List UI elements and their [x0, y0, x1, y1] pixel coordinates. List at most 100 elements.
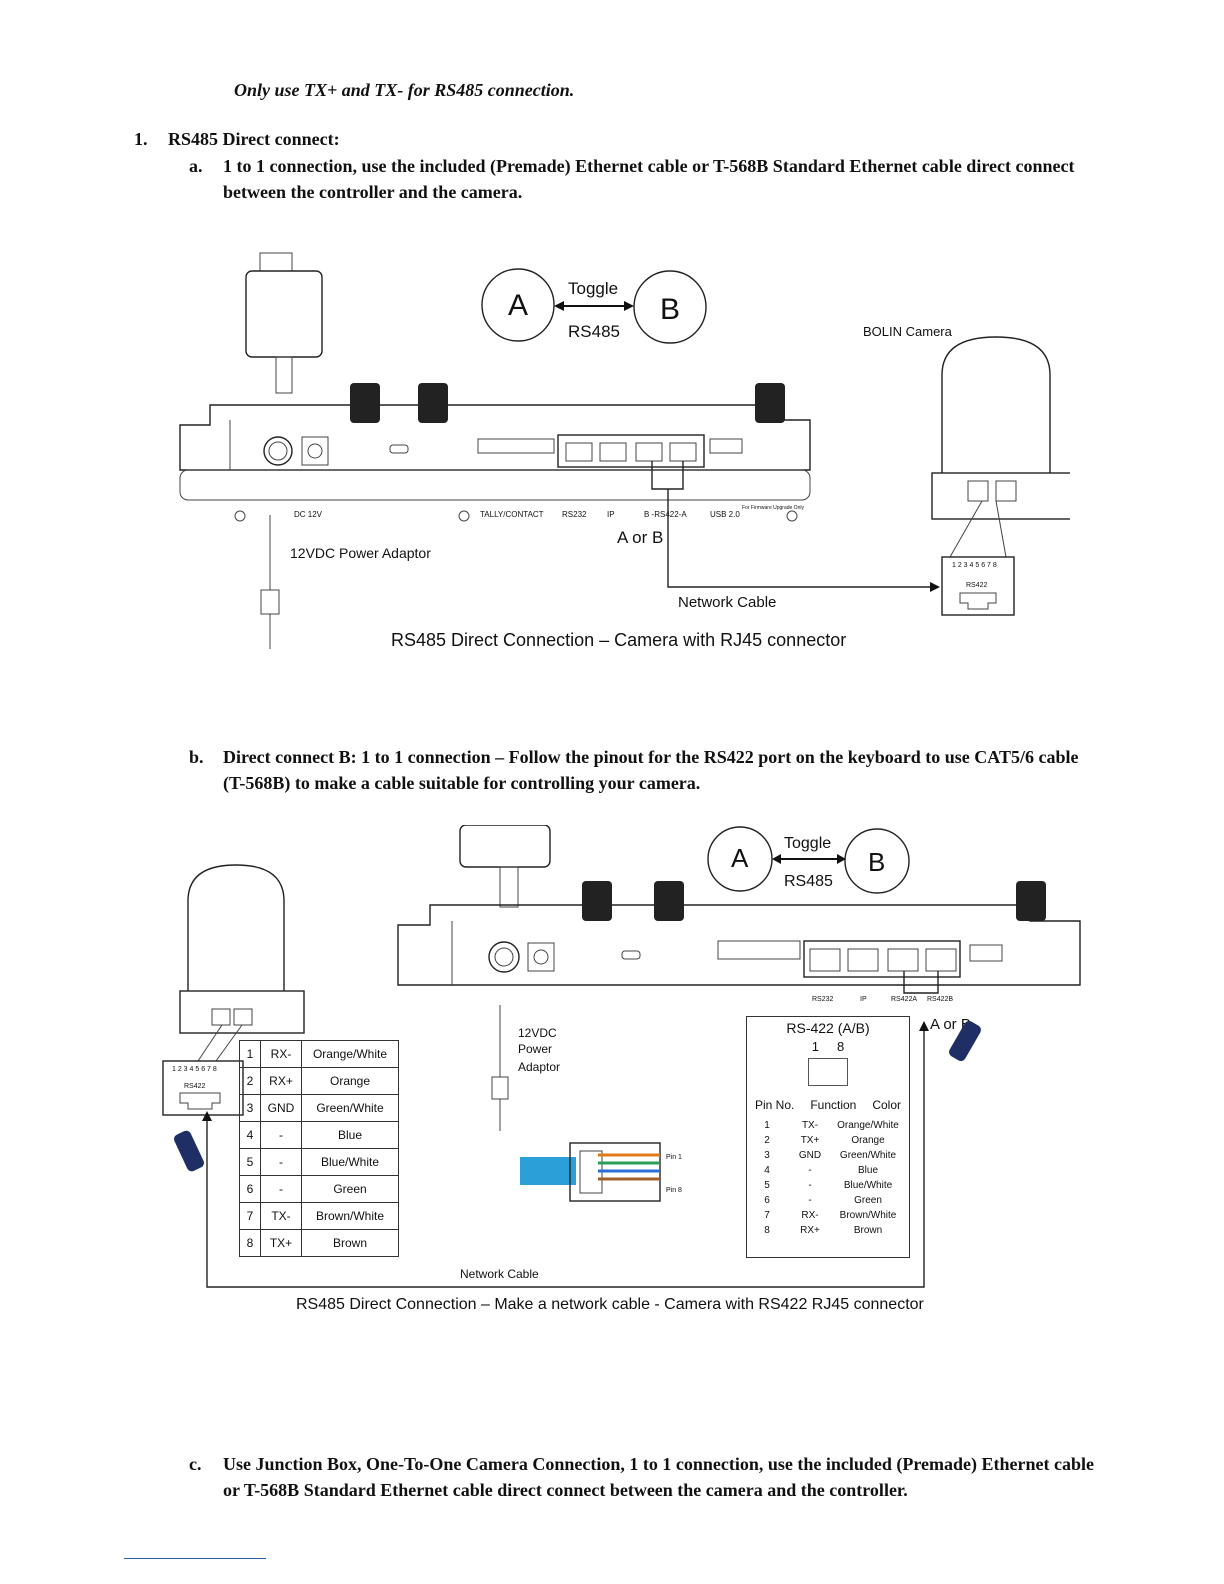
knob	[755, 383, 785, 423]
port-rs232: RS232	[812, 996, 834, 1003]
rs422-pinout-box: RS-422 (A/B) 1 8 Pin No. Function Color …	[746, 1016, 910, 1258]
rj45-pins: 1 2 3 4 5 6 7 8	[952, 562, 997, 569]
rs422-cell: 2	[764, 1135, 770, 1146]
figure1-caption: RS485 Direct Connection – Camera with RJ…	[391, 630, 846, 650]
rs422-cell: 3	[764, 1150, 770, 1161]
pin-table-cell: 1	[239, 1040, 261, 1068]
network-cable-line	[667, 489, 932, 588]
item-a-label: a.	[189, 156, 203, 176]
pin-table-row: 5-Blue/White	[239, 1148, 399, 1176]
rs422-title: RS-422 (A/B)	[786, 1020, 870, 1036]
rs422-row: 2 TX+ Orange	[747, 1133, 909, 1148]
pin-table-cell: Green	[301, 1175, 399, 1203]
range-end: 8	[837, 1039, 845, 1054]
camera-label: BOLIN Camera	[863, 324, 953, 339]
item-a-text: 1 to 1 connection, use the included (Pre…	[223, 156, 1075, 202]
port-rs422a: RS422A	[891, 996, 917, 1003]
item-b-label: b.	[189, 747, 204, 767]
rs422-headers: Pin No. Function Color	[747, 1098, 909, 1112]
hand-icon	[949, 1021, 981, 1061]
pin-table-cell: Blue/White	[301, 1148, 399, 1176]
pin-table-cell: Blue	[301, 1121, 399, 1149]
controller-body	[179, 404, 811, 501]
rs422-row: 6-Green	[747, 1193, 909, 1208]
rj45-box	[941, 556, 1015, 616]
pin-table-cell: RX-	[260, 1040, 302, 1068]
pin-table-cell: 7	[239, 1202, 261, 1230]
rs422-cell: Orange	[851, 1135, 885, 1146]
rs422-cell: 5	[764, 1180, 770, 1191]
rs422-cell: 8	[764, 1225, 770, 1236]
toggle-sub: RS485	[784, 873, 833, 890]
pin1-label: Pin 1	[666, 1154, 682, 1161]
rs422-cell: -	[808, 1195, 812, 1206]
knob	[350, 383, 380, 423]
port-bracket	[903, 971, 939, 994]
rs422-range: 1 8	[747, 1039, 909, 1054]
pin-table-cell: Brown/White	[301, 1202, 399, 1230]
rs422-cell: Blue	[857, 1165, 878, 1176]
port-ip: IP	[860, 996, 867, 1003]
item-c-text: Use Junction Box, One-To-One Camera Conn…	[223, 1454, 1094, 1500]
rs422-cell: GND	[798, 1150, 822, 1161]
item-c-label: c.	[189, 1454, 202, 1474]
rs422-cell: RX-	[801, 1210, 819, 1221]
rj45-pins: 1 2 3 4 5 6 7 8	[172, 1066, 217, 1073]
section-heading: 1.RS485 Direct connect:	[134, 129, 340, 150]
pin-table-row: 4-Blue	[239, 1121, 399, 1149]
a-or-b-label: A or B	[617, 528, 663, 547]
controller-body	[397, 904, 1081, 986]
port-usb: USB 2.0	[710, 510, 740, 519]
pin-table-cell: TX-	[260, 1202, 302, 1230]
power-line-1: 12VDC	[518, 1026, 557, 1040]
figure-make-cable: A B Toggle RS485 RS232 IP RS422A RS422B …	[162, 825, 1081, 1288]
network-cable-label: Network Cable	[460, 1267, 539, 1281]
power-line-3: Adaptor	[518, 1060, 560, 1074]
item-b-text: Direct connect B: 1 to 1 connection – Fo…	[223, 747, 1079, 793]
pin-table-cell: Orange	[301, 1067, 399, 1095]
pin-table-cell: Green/White	[301, 1094, 399, 1122]
pin-table-row: 6-Green	[239, 1175, 399, 1203]
rs422-cell: Brown	[853, 1225, 883, 1236]
toggle-b-circle	[633, 270, 707, 344]
network-cable-label: Network Cable	[678, 594, 776, 611]
toggle-a-letter: A	[508, 289, 528, 322]
toggle-b-letter: B	[868, 847, 885, 877]
pin-table-cell: RX+	[260, 1067, 302, 1095]
knob	[418, 383, 448, 423]
rj45-name: RS422	[184, 1083, 206, 1090]
header-function: Function	[810, 1098, 857, 1112]
toggle-a-letter: A	[731, 843, 749, 873]
port-rs422b: RS422B	[927, 996, 953, 1003]
joystick-illustration	[245, 252, 323, 394]
rj45-name: RS422	[966, 582, 988, 589]
network-cable-line	[206, 1025, 925, 1288]
rs422-row: 4-Blue	[747, 1163, 909, 1178]
cable-illustration	[520, 1157, 576, 1185]
item-a: a. 1 to 1 connection, use the included (…	[189, 153, 1103, 205]
toggle-b-circle	[844, 828, 910, 894]
rs422-cell: Brown/White	[839, 1210, 897, 1221]
pin-table-cell: 6	[239, 1175, 261, 1203]
rs422-cell: 4	[764, 1165, 770, 1176]
pin8-label: Pin 8	[666, 1187, 682, 1194]
camera-illustration	[187, 864, 285, 991]
pin-table-cell: 5	[239, 1148, 261, 1176]
port-tally: TALLY/CONTACT	[480, 510, 544, 519]
toggle-sub: RS485	[568, 322, 620, 341]
rs422-cell: TX+	[800, 1135, 820, 1146]
pin-table-cell: 2	[239, 1067, 261, 1095]
port-rs232: RS232	[562, 510, 587, 519]
toggle-b-letter: B	[660, 293, 680, 326]
port-dc: DC 12V	[294, 510, 323, 519]
